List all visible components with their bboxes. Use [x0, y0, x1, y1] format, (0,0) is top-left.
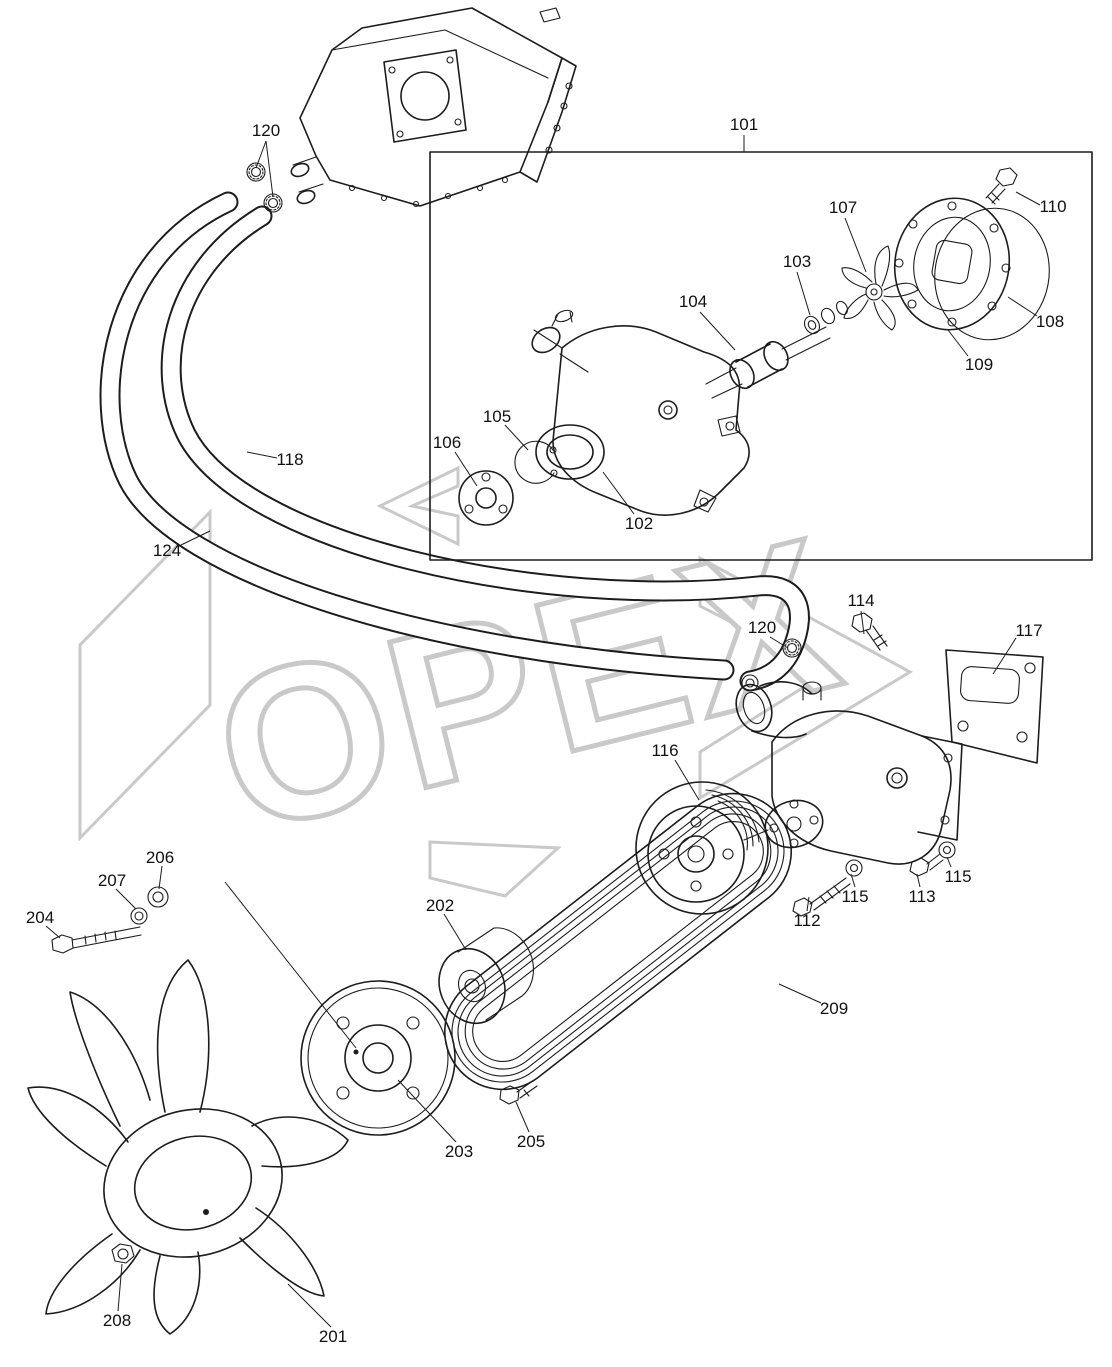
callout-202: 202: [425, 896, 455, 915]
cover-gasket-109: [934, 207, 1050, 341]
hose-124: [99, 191, 735, 681]
pulley-203: [300, 980, 456, 1136]
bearing-set-103: [803, 300, 849, 335]
hose-clamp-120-a: [246, 162, 266, 182]
belt-209: [444, 792, 792, 1091]
pump-housing-116-body: [735, 681, 963, 865]
seal-flange-106: [458, 470, 514, 526]
shaft-coupling-104: [705, 326, 831, 399]
manifold: [290, 7, 577, 208]
callout-120-top: 120: [251, 121, 281, 140]
bolt-114: [851, 612, 888, 651]
callout-105: 105: [482, 407, 512, 426]
fan-201: [27, 959, 349, 1335]
callout-206: 206: [145, 848, 175, 867]
callout-115-left: 115: [841, 887, 869, 906]
spacer-202: [438, 927, 534, 1025]
hose-118: [160, 205, 810, 692]
snap-ring-105: [514, 440, 558, 484]
callout-124: 124: [152, 541, 182, 560]
callout-leader-lines: [45, 135, 1041, 1328]
callout-109: 109: [964, 355, 994, 374]
callout-209: 209: [819, 999, 849, 1018]
callout-102: 102: [624, 514, 654, 533]
bolt-205: [499, 1079, 538, 1105]
callout-106: 106: [432, 433, 462, 452]
callout-203: 203: [444, 1142, 474, 1161]
callout-103: 103: [782, 252, 812, 271]
nut-208: [111, 1243, 135, 1264]
callout-110: 110: [1039, 197, 1067, 216]
washer-115-right: [938, 841, 956, 859]
callout-116: 116: [651, 741, 679, 760]
hose-clamp-extra: [741, 674, 759, 692]
callout-114: 114: [847, 591, 875, 610]
bolt-113: [909, 853, 944, 877]
impeller-107: [841, 245, 919, 331]
detail-box-101: [429, 151, 1093, 561]
callout-207: 207: [97, 871, 127, 890]
callout-107: 107: [828, 198, 858, 217]
bolt-204: [51, 926, 142, 954]
washer-207: [130, 907, 148, 925]
callout-108: 108: [1035, 312, 1065, 331]
callout-208: 208: [102, 1311, 132, 1330]
pump-housing-102: [531, 309, 750, 516]
washer-206: [147, 886, 169, 908]
callout-201: 201: [318, 1327, 348, 1346]
callout-115-right: 115: [944, 867, 972, 886]
callout-101: 101: [729, 115, 759, 134]
bolt-110: [985, 167, 1018, 205]
washer-115-left: [845, 859, 863, 877]
callout-112: 112: [793, 911, 821, 930]
callout-205: 205: [516, 1132, 546, 1151]
callout-120-mid: 120: [747, 618, 777, 637]
gasket-117: [945, 649, 1044, 764]
callout-204: 204: [25, 908, 55, 927]
bolt-112: [792, 877, 851, 917]
callout-104: 104: [678, 292, 708, 311]
callout-113: 113: [908, 887, 936, 906]
callout-117: 117: [1015, 621, 1043, 640]
rear-cover-108: [893, 197, 1011, 331]
callout-118: 118: [276, 450, 304, 469]
